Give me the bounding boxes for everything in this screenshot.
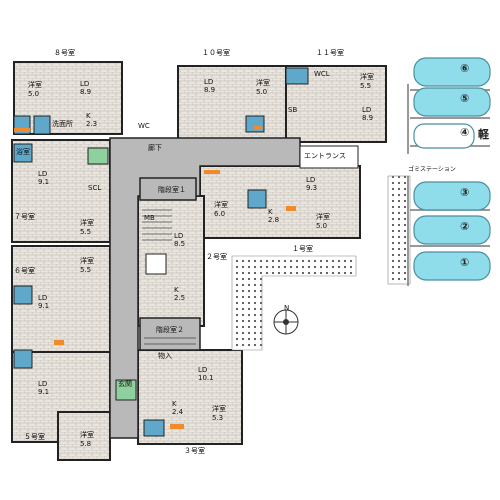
- unit-label-10: １０号室: [202, 49, 230, 57]
- washroom-label: 洗面所: [52, 120, 73, 128]
- stair-2-label: 階段室２: [156, 326, 184, 334]
- hall-label: 廊下: [148, 144, 162, 152]
- storage-label: 物入: [158, 352, 172, 360]
- genkan-label: 玄関: [118, 380, 132, 388]
- planting-zone: [231, 255, 357, 351]
- stair-hatch: [142, 209, 196, 345]
- wet-areas: [13, 67, 309, 437]
- unit-label-2: ２号室: [206, 253, 227, 261]
- parking-3: ③: [460, 186, 470, 199]
- compass-icon: [273, 309, 299, 335]
- wcl-label: WCL: [314, 70, 330, 78]
- parking-cars: [413, 57, 491, 281]
- parking-4: ④: [460, 126, 470, 139]
- unit-label-7: ７号室: [14, 213, 35, 221]
- bath-label: 浴室: [16, 148, 30, 156]
- unit-label-6: ６号室: [14, 267, 35, 275]
- parking-5: ⑤: [460, 92, 470, 105]
- garbage-label: ゴミステーション: [408, 166, 456, 173]
- parking-2: ②: [460, 220, 470, 233]
- scl-label: SCL: [88, 184, 102, 192]
- accents: [14, 126, 296, 429]
- mb-label: MB: [144, 214, 155, 222]
- entrance-area: [299, 145, 359, 169]
- building-rooms: [11, 61, 387, 461]
- entrance-label: エントランス: [304, 152, 346, 160]
- unit-label-5: ５号室: [24, 433, 45, 441]
- garbage-zone: [387, 175, 411, 285]
- light-car-label: 軽: [478, 128, 489, 141]
- corridor: [109, 137, 301, 439]
- parking-1: ①: [460, 256, 470, 269]
- sb-label: SB: [288, 106, 298, 114]
- stair-1-label: 階段室１: [158, 186, 186, 194]
- wc-label: WC: [138, 122, 150, 130]
- parking-6: ⑥: [460, 62, 470, 75]
- unit-label-8: ８号室: [54, 49, 75, 57]
- unit-label-1: １号室: [292, 245, 313, 253]
- unit-label-11: １１号室: [316, 49, 344, 57]
- unit-label-3: ３号室: [184, 447, 205, 455]
- north-label: N: [284, 304, 290, 312]
